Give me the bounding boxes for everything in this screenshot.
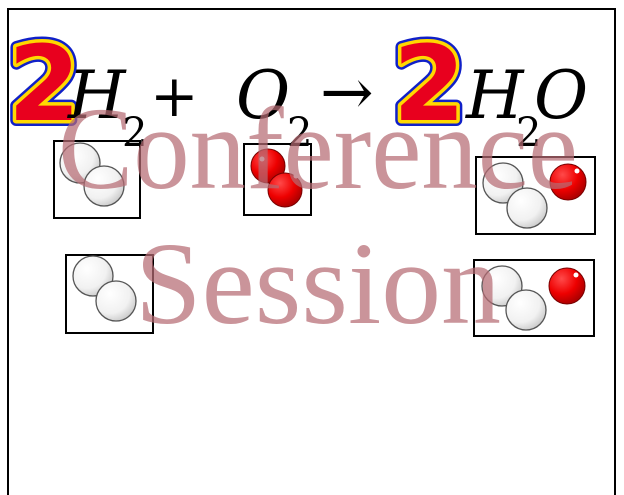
oxygen-atom	[250, 148, 286, 184]
oxygen-atom	[267, 172, 303, 208]
hydrogen-subscript-right: 2	[516, 110, 541, 156]
highlight	[259, 156, 265, 162]
slide-frame	[7, 8, 616, 495]
molecule-box	[243, 143, 312, 216]
hydrogen-atom	[505, 289, 547, 331]
hydrogen-symbol-left: H	[67, 57, 127, 134]
hydrogen-atom	[83, 165, 125, 207]
water-molecule-1	[475, 156, 596, 235]
oxygen-subscript-left: 2	[287, 110, 312, 156]
molecule-box	[65, 254, 154, 334]
highlight	[573, 272, 579, 278]
hydrogen-molecule-1	[53, 140, 141, 219]
oxygen-symbol-left: O	[236, 57, 290, 134]
highlight	[293, 173, 299, 179]
coefficient-right: 2 2 2	[387, 17, 471, 151]
reaction-arrow: →	[320, 56, 374, 130]
coefficient-left: 2 2 2	[2, 17, 86, 151]
water-molecule-2	[473, 259, 595, 337]
highlight	[574, 168, 580, 174]
hydrogen-molecule-2	[65, 254, 154, 334]
plus-sign: +	[150, 62, 199, 130]
oxygen-atom	[548, 267, 586, 305]
oxygen-molecule	[243, 143, 312, 216]
hydrogen-atom	[95, 280, 137, 322]
hydrogen-subscript-left: 2	[122, 110, 147, 156]
hydrogen-atom	[506, 187, 548, 229]
svg-text:2: 2	[393, 23, 465, 145]
molecule-box	[53, 140, 141, 219]
svg-text:2: 2	[8, 23, 80, 145]
svg-text:2: 2	[393, 23, 465, 145]
oxygen-symbol-right: O	[534, 57, 588, 134]
molecule-box	[473, 259, 595, 337]
watermark-line-1: Conference	[58, 83, 578, 214]
molecule-box	[475, 156, 596, 235]
watermark-line-2: Session	[135, 218, 501, 349]
svg-text:2: 2	[8, 23, 80, 145]
svg-text:2: 2	[393, 23, 465, 145]
svg-text:2: 2	[8, 23, 80, 145]
hydrogen-symbol-right: H	[465, 57, 525, 134]
